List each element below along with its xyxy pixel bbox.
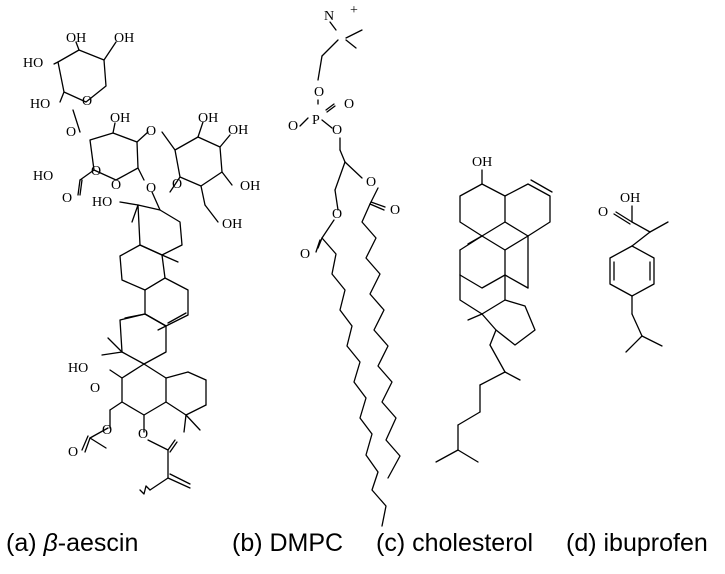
atom-label-a-21: O <box>102 423 112 438</box>
dmpc-structure <box>299 21 401 527</box>
caption-dmpc: (b) DMPC <box>232 528 343 558</box>
atom-label-b-0: N <box>324 9 334 24</box>
caption-cholesterol-label: (c) cholesterol <box>376 529 533 557</box>
atom-label-a-17: OH <box>222 217 242 232</box>
atom-label-a-22: O <box>68 445 78 460</box>
atom-label-b-9: O <box>300 247 310 262</box>
atom-label-d-0: OH <box>620 191 640 206</box>
caption-ibuprofen-label: (d) ibuprofen <box>566 529 708 557</box>
caption-cholesterol: (c) cholesterol <box>376 528 533 558</box>
atom-label-a-8: O <box>146 124 156 139</box>
atom-label-a-10: OH <box>228 123 248 138</box>
atom-label-a-15: O <box>172 177 182 192</box>
atom-label-a-9: OH <box>198 111 218 126</box>
atom-label-a-14: O <box>146 181 156 196</box>
atom-label-a-4: O <box>82 94 92 109</box>
atom-label-a-0: OH <box>66 31 86 46</box>
atom-label-a-13: O <box>111 178 121 193</box>
atom-label-a-6: OH <box>110 111 130 126</box>
atom-label-b-3: P <box>312 113 320 128</box>
atom-label-a-7: O <box>91 164 101 179</box>
atom-label-b-5: O <box>288 119 298 134</box>
atom-label-b-7: O <box>332 207 342 222</box>
atom-label-a-16: OH <box>240 179 260 194</box>
caption-aescin-beta: β <box>43 529 58 557</box>
atom-label-a-5: O <box>66 125 76 140</box>
atom-label-a-3: HO <box>30 97 50 112</box>
atom-label-b-2: O <box>314 85 324 100</box>
caption-aescin-label: (a) <box>6 529 44 557</box>
atom-label-b-1: + <box>350 3 358 18</box>
atom-label-a-23: O <box>138 427 148 442</box>
atom-label-a-20: O <box>90 381 100 396</box>
cholesterol-structure <box>435 169 553 463</box>
ibuprofen-structure <box>609 205 669 353</box>
atom-label-a-11: HO <box>33 169 53 184</box>
atom-label-a-18: HO <box>92 195 112 210</box>
atom-label-b-6: O <box>332 123 342 138</box>
atom-label-a-12: O <box>62 191 72 206</box>
caption-ibuprofen: (d) ibuprofen <box>566 528 708 558</box>
atom-label-b-4: O <box>344 97 354 112</box>
atom-label-d-1: O <box>598 205 608 220</box>
caption-aescin-suffix: -aescin <box>57 529 139 557</box>
atom-label-a-1: OH <box>114 31 134 46</box>
atom-label-c-0: OH <box>472 155 492 170</box>
atom-label-b-10: O <box>390 203 400 218</box>
atom-label-b-8: O <box>366 175 376 190</box>
caption-dmpc-label: (b) DMPC <box>232 529 344 557</box>
atom-label-a-19: HO <box>68 361 88 376</box>
atom-label-a-2: HO <box>23 56 43 71</box>
aescin-structure <box>53 41 233 495</box>
caption-aescin: (a) β-aescin <box>6 528 138 558</box>
